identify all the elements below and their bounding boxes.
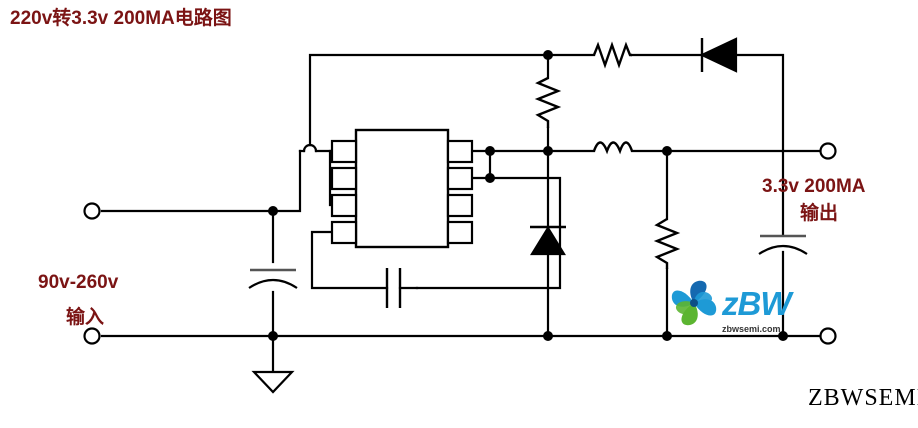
freewheeling-diode[interactable]	[530, 225, 566, 256]
output-voltage-label: 3.3v 200MA	[762, 176, 866, 197]
page-title: 220v转3.3v 200MA电路图	[10, 6, 232, 29]
input-voltage-label: 90v-260v	[38, 272, 119, 293]
auxiliary-rectifier-diode[interactable]	[699, 37, 738, 73]
ground-symbol	[251, 370, 295, 394]
node-output-cap	[778, 331, 788, 341]
node-ground-feedback	[662, 331, 672, 341]
ic-pin-right-1	[446, 139, 474, 164]
wire-top-feedback-left	[308, 53, 550, 147]
pinwheel-center	[690, 299, 698, 307]
ic-body	[354, 128, 450, 249]
node-feedback	[662, 146, 672, 156]
node-ground-diode	[543, 331, 553, 341]
ic-pin-left-1	[330, 139, 358, 164]
wire-input-to-ic-riser	[271, 149, 302, 213]
node-resistor-top	[543, 50, 553, 60]
ic-pin-left-4	[330, 220, 358, 245]
petal-upper-right	[690, 280, 707, 303]
diode-triangle-horizontal	[699, 37, 738, 73]
ic-bypass-capacitor[interactable]	[385, 268, 419, 308]
zbw-watermark-logo: zBW zbwsemi.com	[671, 280, 795, 334]
feedback-resistor-lower[interactable]	[653, 217, 681, 269]
node-ic-out-lower	[485, 173, 495, 183]
petal-right-blue	[694, 291, 713, 305]
resistor-zigzag-vertical-lower	[653, 217, 681, 269]
zbw-logo-wordmark: zBW	[721, 285, 794, 322]
diode-triangle-vertical	[530, 225, 566, 256]
output-terminal-negative[interactable]	[819, 327, 837, 345]
inductor-coils	[592, 141, 634, 155]
input-terminal-negative[interactable]	[83, 327, 101, 345]
resistor-zigzag-vertical-upper	[534, 76, 562, 128]
node-input-positive	[268, 206, 278, 216]
input-filter-capacitor[interactable]	[248, 268, 298, 289]
wire-diode-to-output-rail	[734, 53, 785, 153]
capacitor-plate-curved-input	[248, 278, 298, 289]
ic-pin-right-3	[446, 193, 474, 218]
ground-triangle	[251, 370, 295, 394]
node-switch	[543, 146, 553, 156]
power-management-ic[interactable]	[330, 128, 474, 249]
node-input-negative	[268, 331, 278, 341]
feedback-resistor-upper[interactable]	[534, 76, 562, 128]
node-ic-out-upper	[485, 146, 495, 156]
startup-resistor[interactable]	[592, 41, 632, 69]
output-filter-capacitor[interactable]	[758, 234, 808, 255]
output-terminal-positive[interactable]	[819, 142, 837, 160]
output-word-label: 输出	[800, 201, 838, 224]
zbw-pinwheel-icon	[671, 280, 717, 326]
input-word-label: 输入	[66, 305, 104, 328]
petal-lower-left	[681, 303, 698, 326]
wire-ic-bottom-right-loop	[415, 176, 562, 290]
petal-left-green	[675, 301, 694, 315]
ic-pin-right-2	[446, 166, 474, 191]
ic-pin-left-3	[330, 193, 358, 218]
zbw-logo-domain: zbwsemi.com	[722, 324, 781, 334]
junction-dots	[268, 50, 788, 341]
output-inductor[interactable]	[592, 141, 634, 155]
input-terminal-positive[interactable]	[83, 202, 101, 220]
ic-pin-left-2	[330, 166, 358, 191]
ic-pin-right-4	[446, 220, 474, 245]
brand-footer-text: ZBWSEMI	[808, 385, 918, 411]
resistor-zigzag-horizontal	[592, 41, 632, 69]
capacitor-plate-curved-output	[758, 244, 808, 255]
